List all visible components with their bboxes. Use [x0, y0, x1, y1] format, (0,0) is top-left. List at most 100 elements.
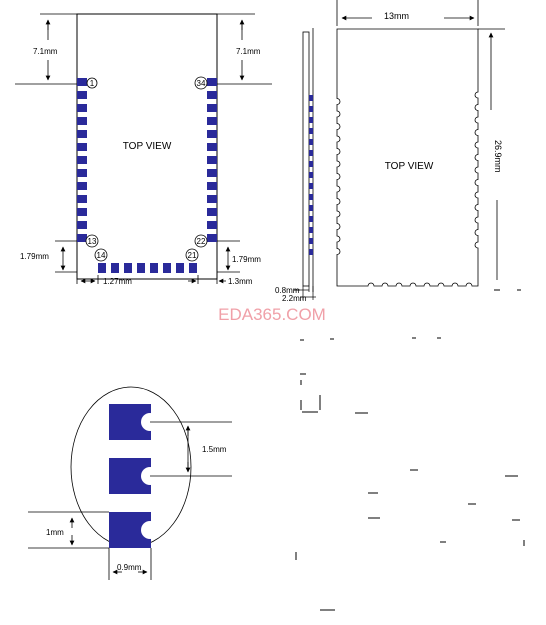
side-view-strip	[302, 28, 314, 292]
pin-label-21: 21	[185, 248, 199, 262]
dim-1-3mm-text: 1.3mm	[228, 277, 253, 286]
pin-label-14: 14	[94, 248, 108, 262]
detail-pad-2	[109, 458, 159, 494]
pin-label-34: 34	[194, 76, 208, 90]
pad-left	[77, 130, 87, 138]
pad-right	[207, 117, 217, 125]
dim-1-5mm-text: 1.5mm	[202, 445, 227, 454]
pad-left	[77, 195, 87, 203]
dimension-1mm	[28, 511, 109, 549]
pad-bottom	[150, 263, 158, 273]
pad-right	[207, 143, 217, 151]
dim-1-27mm-text: 1.27mm	[103, 277, 132, 286]
dim-26-9mm-text: 26.9mm	[493, 140, 503, 173]
pad-left	[77, 104, 87, 112]
pad-left	[77, 91, 87, 99]
dimension-7-1mm-right	[217, 13, 272, 85]
pad-bottom	[98, 263, 106, 273]
left-pad-column	[77, 78, 87, 242]
pad-right	[207, 156, 217, 164]
pad-right	[207, 182, 217, 190]
side-pad	[309, 117, 313, 123]
side-pad	[309, 128, 313, 134]
dimension-26-9mm	[478, 28, 505, 280]
top-left-view: 1 34 13 22 14 21 TOP VIEW	[15, 13, 272, 286]
pad-right	[207, 169, 217, 177]
pad-right	[207, 234, 217, 242]
pad-left	[77, 169, 87, 177]
pad-right	[207, 221, 217, 229]
pad-left	[77, 182, 87, 190]
side-pad	[309, 139, 313, 145]
module-outline-right	[336, 28, 479, 287]
side-pad	[309, 172, 313, 178]
dim-0-8mm-text: 0.8mm	[275, 286, 300, 295]
pad-bottom	[176, 263, 184, 273]
bottom-pad-row	[98, 263, 197, 273]
pad-right	[207, 91, 217, 99]
pad-right	[207, 78, 217, 86]
top-view-label-left: TOP VIEW	[123, 141, 172, 152]
side-pad	[309, 106, 313, 112]
svg-text:22: 22	[197, 237, 206, 246]
dim-1-79mm-right-text: 1.79mm	[232, 255, 261, 264]
dimension-1-79mm-right	[217, 240, 240, 273]
detail-pad-1	[109, 404, 159, 440]
svg-text:13: 13	[88, 237, 97, 246]
svg-text:34: 34	[197, 79, 206, 88]
pad-left	[77, 143, 87, 151]
dimension-thickness	[300, 286, 316, 300]
side-pad	[309, 194, 313, 200]
side-pad	[309, 216, 313, 222]
detail-pad-3	[109, 512, 159, 548]
pad-left	[77, 156, 87, 164]
side-pad	[309, 95, 313, 101]
pad-right	[207, 104, 217, 112]
dim-1mm-text: 1mm	[46, 528, 64, 537]
pad-left	[77, 221, 87, 229]
pad-bottom	[124, 263, 132, 273]
side-pad	[309, 249, 313, 255]
pad-bottom	[137, 263, 145, 273]
top-view-label-right: TOP VIEW	[385, 161, 434, 172]
pad-right	[207, 208, 217, 216]
side-pad	[309, 161, 313, 167]
dim-7-1mm-right-text: 7.1mm	[236, 47, 261, 56]
pad-left	[77, 117, 87, 125]
top-right-view: 0.8mm 2.2mm TOP VIEW 13mm 26.9mm	[275, 0, 505, 303]
watermark: EDA365.COM	[218, 305, 326, 324]
svg-text:1: 1	[90, 79, 95, 88]
pad-detail-view: 1.5mm 1mm 0.9mm	[28, 386, 232, 580]
pad-right	[207, 195, 217, 203]
dim-13mm-text: 13mm	[384, 11, 409, 21]
pad-bottom	[189, 263, 197, 273]
pin-label-22: 22	[194, 234, 208, 248]
dimension-1-79mm-left	[55, 240, 77, 273]
dimension-1-27mm	[76, 275, 99, 284]
dimension-1-5mm	[150, 421, 232, 477]
pad-left	[77, 78, 87, 86]
side-pad	[309, 205, 313, 211]
svg-text:21: 21	[188, 251, 197, 260]
side-pad	[309, 238, 313, 244]
dimension-0-9mm	[108, 548, 152, 580]
side-pad	[309, 183, 313, 189]
pin-label-13: 13	[85, 234, 99, 248]
svg-text:14: 14	[97, 251, 106, 260]
pad-bottom	[111, 263, 119, 273]
right-pad-column	[207, 78, 217, 242]
dimension-13mm	[336, 0, 479, 26]
pad-bottom	[163, 263, 171, 273]
pad-left	[77, 234, 87, 242]
scan-artifacts	[294, 289, 525, 611]
pin-label-1: 1	[86, 77, 98, 89]
dim-2-2mm-text: 2.2mm	[282, 294, 307, 303]
dimension-7-1mm-left	[15, 13, 77, 85]
side-pad	[309, 227, 313, 233]
side-view-pads	[309, 95, 313, 255]
pad-left	[77, 208, 87, 216]
dimension-1-3mm	[188, 275, 226, 284]
dim-0-9mm-text: 0.9mm	[117, 563, 142, 572]
pad-right	[207, 130, 217, 138]
